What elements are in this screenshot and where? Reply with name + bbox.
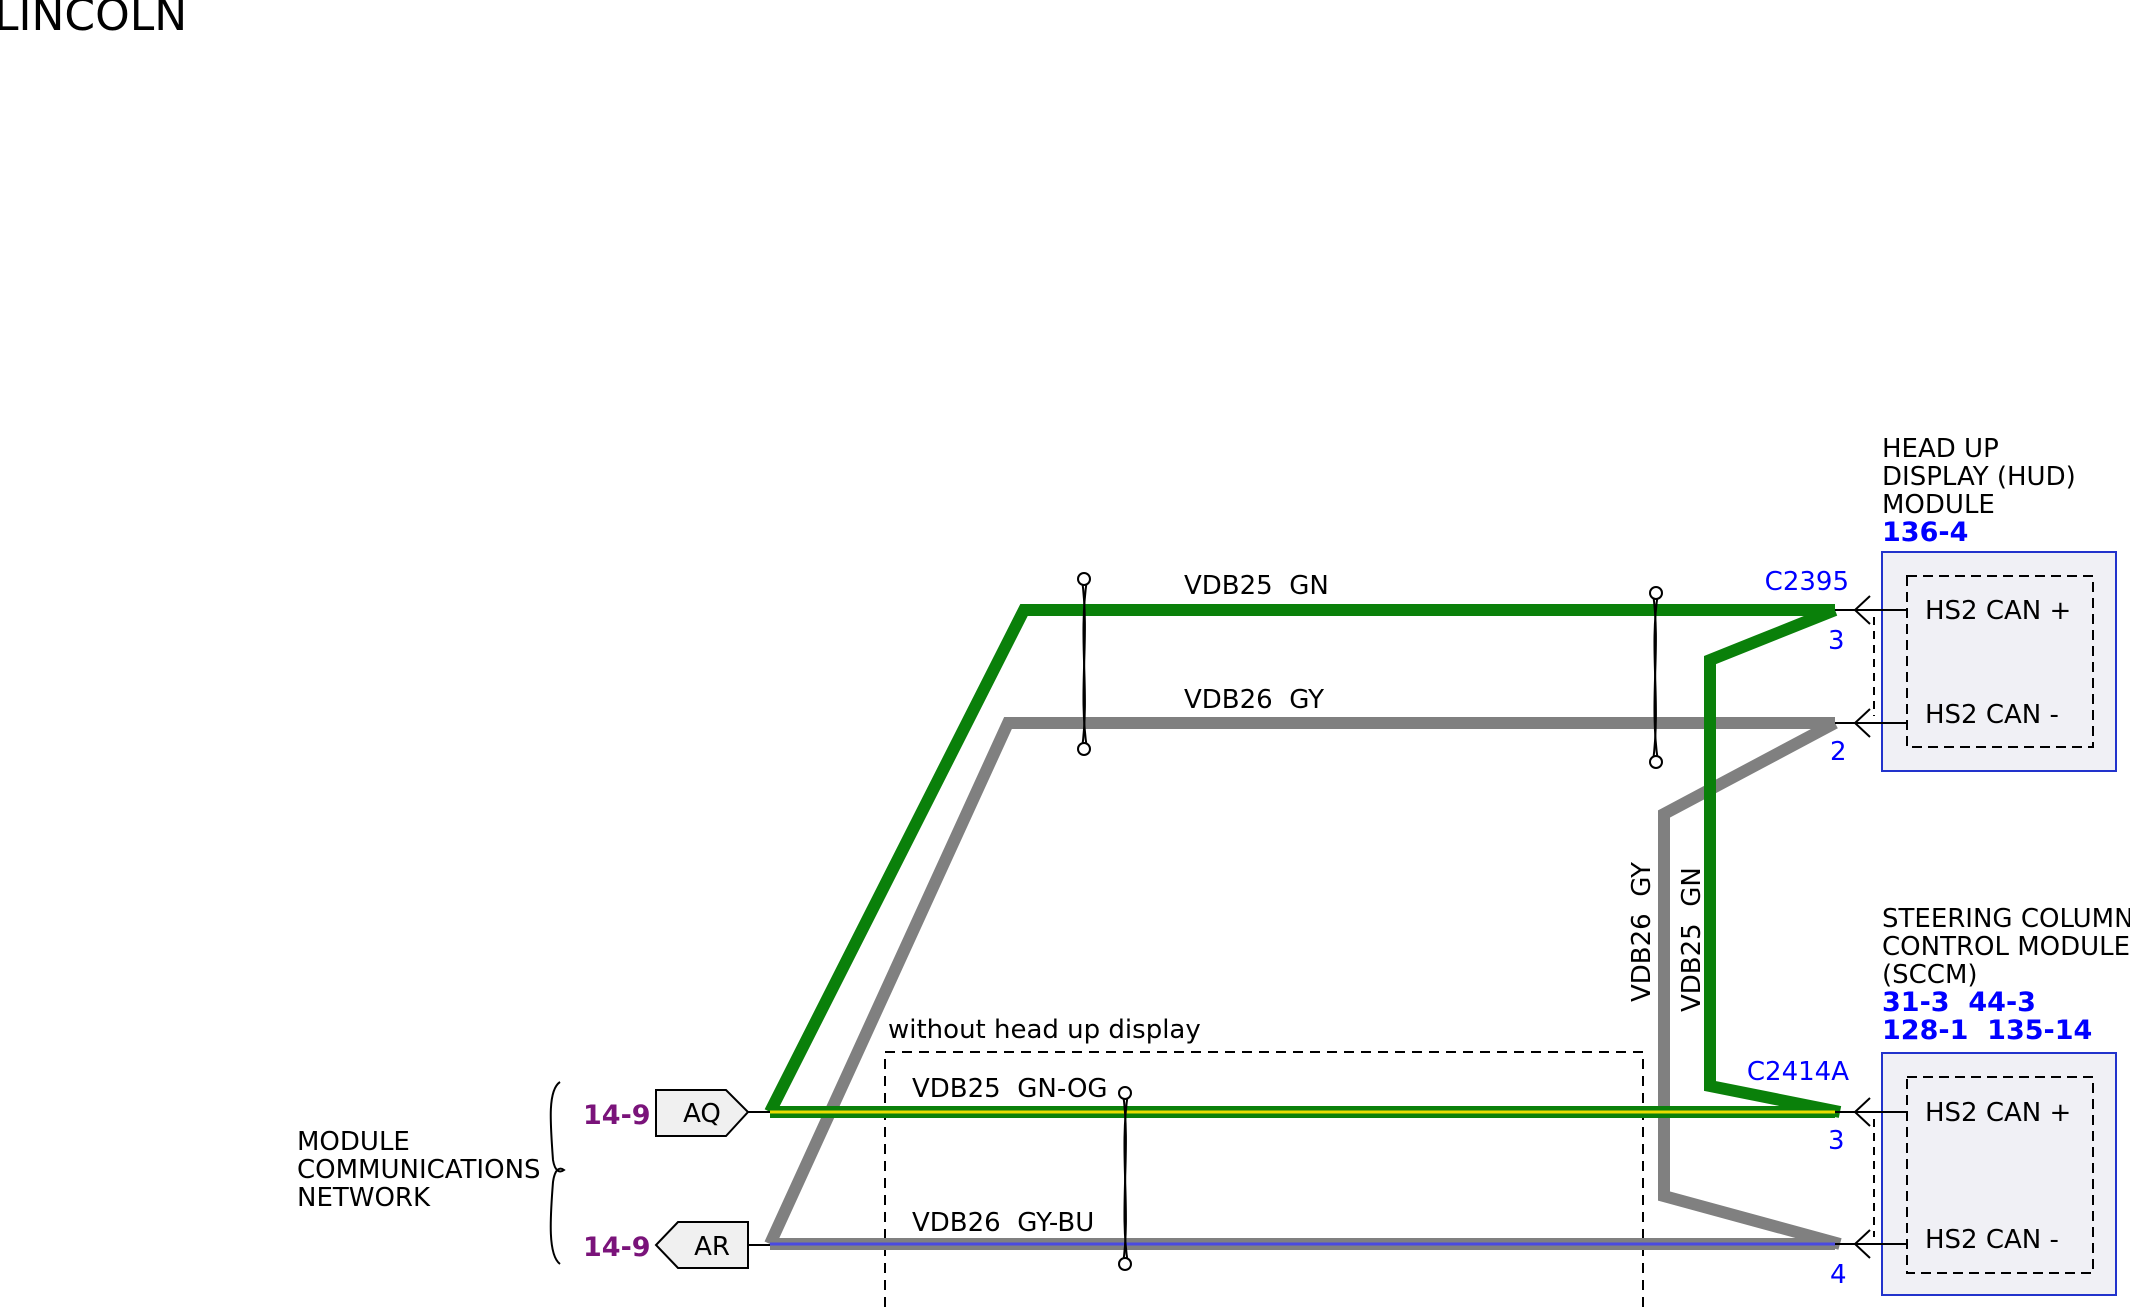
sccm-pin-3-terminal bbox=[1835, 1097, 1907, 1127]
wire-label-vdb25-gn: VDB25 GN bbox=[1184, 571, 1329, 601]
sccm-module-inner bbox=[1906, 1076, 2094, 1274]
hud-pin-3: 3 bbox=[1828, 626, 1845, 656]
sccm-pin-3: 3 bbox=[1828, 1126, 1845, 1156]
wire-vdb26-gy-vertical bbox=[1658, 717, 1842, 1250]
hud-pin-2: 2 bbox=[1830, 737, 1847, 767]
connector-ar-label: AR bbox=[694, 1232, 730, 1262]
hud-ref: 136-4 bbox=[1882, 517, 1968, 548]
hud-pin-3-terminal bbox=[1835, 595, 1907, 625]
wire-label-vertical-gn: VDB25 GN bbox=[1677, 867, 1707, 1012]
network-ref-aq: 14-9 bbox=[583, 1100, 651, 1131]
wire-label-vdb26-gy-bu: VDB26 GY-BU bbox=[912, 1208, 1094, 1238]
twisted-pair-symbol bbox=[1077, 572, 1091, 756]
wire-label-vdb25-gn-og: VDB25 GN-OG bbox=[912, 1074, 1108, 1104]
hud-signal-can-minus: HS2 CAN - bbox=[1925, 700, 2059, 730]
wire-vdb26-gy-top bbox=[764, 717, 1835, 1247]
wire-label-vdb26-gy: VDB26 GY bbox=[1184, 685, 1324, 715]
sccm-signal-can-plus: HS2 CAN + bbox=[1925, 1098, 2071, 1128]
twisted-pair-symbol bbox=[1118, 1086, 1132, 1271]
hud-module-box bbox=[1881, 551, 2117, 772]
sccm-connector-id: C2414A bbox=[1747, 1057, 1849, 1087]
option-box-label: without head up display bbox=[888, 1015, 1201, 1045]
sccm-module-box bbox=[1881, 1052, 2117, 1296]
sccm-ref-line-1: 31-3 44-3 bbox=[1882, 987, 2036, 1018]
brand-title: LINCOLN bbox=[0, 0, 187, 41]
connector-aq-label: AQ bbox=[683, 1099, 721, 1129]
connector-aq bbox=[655, 1089, 750, 1137]
hud-pin-2-terminal bbox=[1835, 708, 1907, 738]
hud-connector-id: C2395 bbox=[1765, 567, 1849, 597]
wire-vdb25-gn-vertical bbox=[1704, 604, 1842, 1118]
wire-label-vertical-gy: VDB26 GY bbox=[1627, 862, 1657, 1002]
hud-module-inner bbox=[1906, 575, 2094, 748]
twisted-pair-symbol bbox=[1649, 586, 1663, 769]
connector-ar bbox=[654, 1221, 749, 1269]
sccm-pin-4: 4 bbox=[1830, 1260, 1847, 1290]
wire-vdb25-gn-top bbox=[764, 604, 1835, 1115]
sccm-ref-line-2: 128-1 135-14 bbox=[1882, 1015, 2092, 1046]
hud-title: HEAD UP DISPLAY (HUD) MODULE bbox=[1882, 434, 2084, 520]
option-box bbox=[884, 1051, 1644, 1307]
network-bracket bbox=[549, 1081, 566, 1265]
sccm-pin-4-terminal bbox=[1835, 1229, 1907, 1259]
sccm-title: STEERING COLUMN CONTROL MODULE (SCCM) bbox=[1882, 904, 2130, 990]
network-ref-ar: 14-9 bbox=[583, 1232, 651, 1263]
hud-signal-can-plus: HS2 CAN + bbox=[1925, 596, 2071, 626]
network-label: MODULE COMMUNICATIONS NETWORK bbox=[297, 1127, 549, 1213]
sccm-signal-can-minus: HS2 CAN - bbox=[1925, 1225, 2059, 1255]
